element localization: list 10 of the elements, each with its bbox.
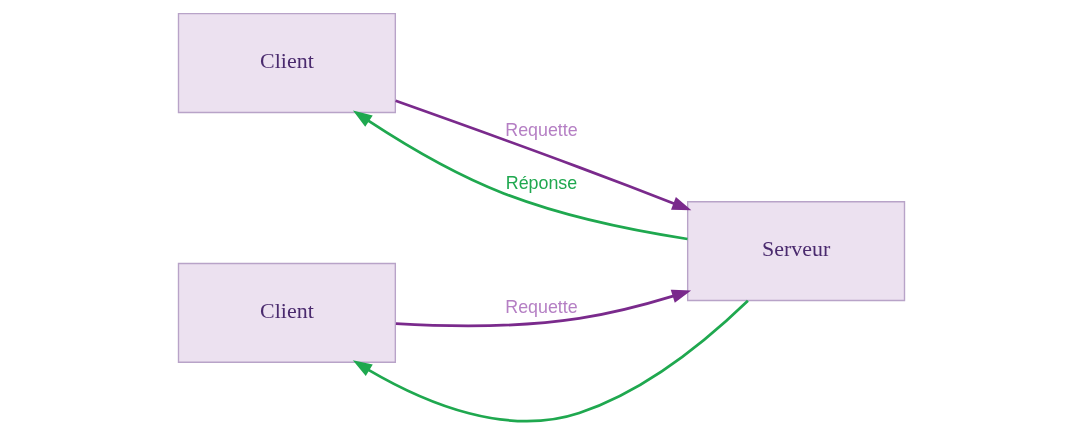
arrow (395, 289, 692, 328)
arrow (352, 299, 749, 423)
node-box: Client (177, 262, 397, 363)
arrow (395, 99, 692, 211)
node-box: Serveur (686, 201, 906, 302)
edge-label: Requette (505, 120, 578, 141)
edge-label: Requette (505, 297, 578, 318)
node-box: Client (177, 13, 397, 114)
edge-label: Réponse (505, 172, 578, 193)
arrow (352, 110, 688, 241)
